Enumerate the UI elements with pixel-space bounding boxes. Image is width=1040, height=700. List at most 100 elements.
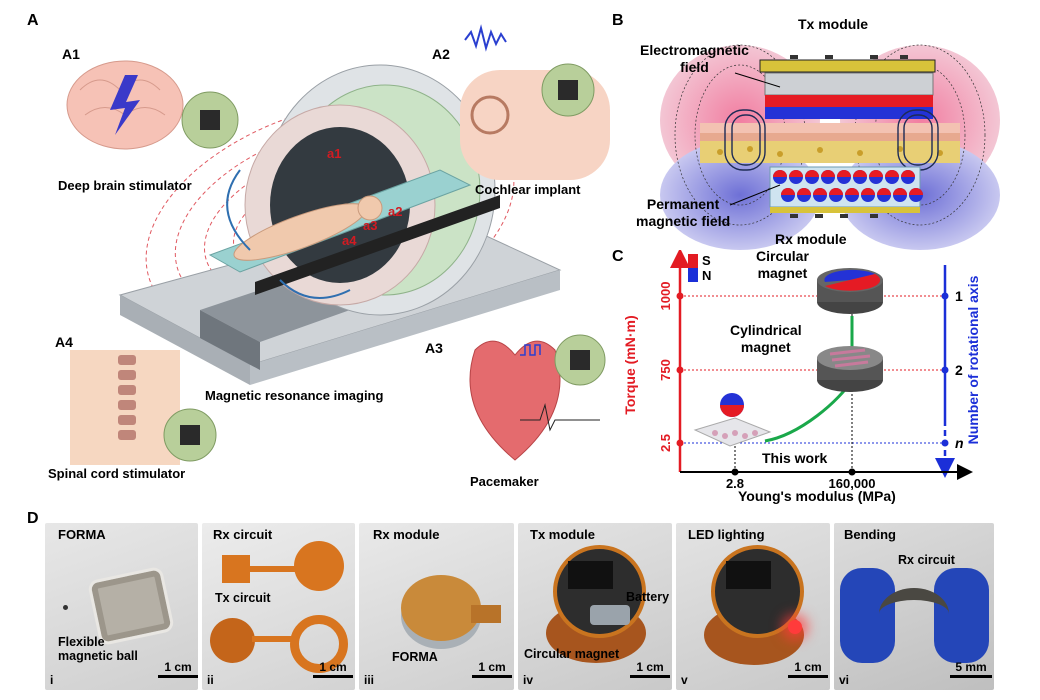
y-tick-label: 2.5 bbox=[658, 434, 673, 452]
photo-rx-circuit bbox=[202, 523, 355, 690]
magnet-ball-south bbox=[869, 170, 883, 177]
magnet-ball-south bbox=[877, 188, 891, 195]
scale-bar-6: 5 mm bbox=[950, 660, 992, 678]
label-battery: Battery bbox=[626, 590, 670, 604]
x-tick-label: 2.8 bbox=[726, 476, 744, 491]
photo-led-lighting bbox=[676, 523, 830, 690]
scale-bar-2: 1 cm bbox=[313, 660, 353, 678]
scale-text-5: 1 cm bbox=[794, 660, 822, 674]
legend-n-swatch bbox=[688, 268, 698, 282]
caption-pacemaker: Pacemaker bbox=[470, 474, 539, 489]
scale-bar-4: 1 cm bbox=[630, 660, 670, 678]
mri-marker-a1: a1 bbox=[327, 146, 341, 161]
scale-text-1: 1 cm bbox=[164, 660, 192, 674]
photo-title-led-lighting: LED lighting bbox=[688, 527, 765, 542]
y2-tick-label: n bbox=[955, 435, 964, 451]
photo-forma bbox=[45, 523, 198, 690]
photo-tx-module bbox=[518, 523, 672, 690]
panel-label-c: C bbox=[612, 248, 624, 265]
circular-magnet-icon bbox=[817, 268, 883, 314]
y-tick-dot bbox=[676, 439, 684, 447]
magnet-ball-south bbox=[909, 188, 923, 195]
label-cylindrical-magnet-line1: Cylindrical bbox=[730, 322, 802, 338]
heart-illustration bbox=[469, 340, 600, 461]
spine-illustration bbox=[70, 350, 180, 465]
lightning-icon bbox=[110, 75, 140, 135]
label-cylindrical-magnet: Cylindrical magnet bbox=[730, 322, 802, 356]
y-tick-dot bbox=[676, 292, 684, 300]
scale-bar-1: 1 cm bbox=[158, 660, 198, 678]
legend-s-swatch bbox=[688, 254, 698, 268]
y2-tick-dot bbox=[941, 292, 949, 300]
label-circular-magnet-line2: magnet bbox=[757, 265, 808, 281]
tx-coil bbox=[759, 59, 936, 73]
magnet-ball-south bbox=[813, 188, 827, 195]
scale-text-4: 1 cm bbox=[636, 660, 664, 674]
magnet-ball-south bbox=[789, 170, 803, 177]
sound-wave-icon bbox=[464, 24, 507, 52]
label-em-field: Electromagnetic field bbox=[640, 42, 749, 76]
y-tick-dot bbox=[676, 366, 684, 374]
label-pm-field-line2: magnetic field bbox=[636, 213, 731, 229]
roman-vi: vi bbox=[839, 673, 850, 687]
chart-guides bbox=[680, 295, 945, 472]
label-rx-circuit-bending: Rx circuit bbox=[898, 553, 955, 567]
led-light bbox=[788, 620, 802, 634]
magnet-ball-south bbox=[837, 170, 851, 177]
caption-cochlear-implant: Cochlear implant bbox=[475, 182, 581, 197]
roman-i: i bbox=[50, 673, 54, 687]
magnet-ball-south bbox=[901, 170, 915, 177]
mri-marker-a3: a3 bbox=[363, 218, 377, 233]
label-em-field-line2: field bbox=[680, 59, 709, 75]
y2-tick-label: 1 bbox=[955, 288, 963, 304]
label-circular-magnet-photo: Circular magnet bbox=[524, 647, 620, 661]
mri-illustration: a1 a2 a3 a4 bbox=[66, 24, 610, 465]
y2-tick-dot bbox=[941, 366, 949, 374]
sub-label-a4: A4 bbox=[55, 334, 73, 350]
roman-ii: ii bbox=[207, 673, 214, 687]
label-cylindrical-magnet-line2: magnet bbox=[740, 339, 791, 355]
y2-tick-dot bbox=[941, 439, 949, 447]
magnet-ball-south bbox=[805, 170, 819, 177]
sub-label-a1: A1 bbox=[62, 46, 80, 62]
label-forma-rx: FORMA bbox=[392, 650, 438, 664]
roman-iii: iii bbox=[364, 673, 375, 687]
scale-bar-5: 1 cm bbox=[788, 660, 828, 678]
magnet-ball-south bbox=[893, 188, 907, 195]
scale-text-2: 1 cm bbox=[319, 660, 347, 674]
label-flexible-line1: Flexible bbox=[58, 635, 105, 649]
magnet-ball-south bbox=[781, 188, 795, 195]
caption-spinal-cord-stimulator: Spinal cord stimulator bbox=[48, 466, 186, 481]
label-circular-magnet: Circular magnet bbox=[756, 248, 809, 282]
legend-s-label: S bbox=[702, 253, 711, 268]
x-tick-dot bbox=[848, 468, 856, 476]
mri-marker-a2: a2 bbox=[388, 204, 402, 219]
roman-iv: iv bbox=[523, 673, 534, 687]
label-flexible-magnetic-ball: Flexible magnetic ball bbox=[58, 635, 138, 663]
magnet-ball-south bbox=[885, 170, 899, 177]
magnet-ball-south bbox=[861, 188, 875, 195]
tx-magnet-north bbox=[765, 107, 933, 119]
x-tick-dot bbox=[731, 468, 739, 476]
photo-title-tx-module: Tx module bbox=[530, 527, 596, 542]
label-pm-field-line1: Permanent bbox=[646, 196, 720, 212]
magnet-ball-south bbox=[773, 170, 787, 177]
photo-title-rx-circuit: Rx circuit bbox=[213, 527, 273, 542]
label-rx-module: Rx module bbox=[775, 231, 847, 247]
y-tick-label: 750 bbox=[658, 359, 673, 381]
chart-xlabel: Young's modulus (MPa) bbox=[738, 488, 896, 504]
y2-tick-label: 2 bbox=[955, 362, 963, 378]
panel-label-b: B bbox=[612, 12, 624, 29]
label-flexible-line2: magnetic ball bbox=[58, 649, 138, 663]
label-tx-circuit: Tx circuit bbox=[215, 591, 271, 605]
photo-title-rx-module: Rx module bbox=[373, 527, 440, 542]
tissue-layer bbox=[700, 141, 960, 163]
y-tick-label: 1000 bbox=[658, 282, 673, 311]
magnetic-ball-dot bbox=[63, 605, 68, 610]
label-em-field-line1: Electromagnetic bbox=[640, 42, 749, 58]
label-circular-magnet-line1: Circular bbox=[756, 248, 809, 264]
tx-rx-diagram bbox=[660, 44, 1000, 250]
magnet-ball-south bbox=[821, 170, 835, 177]
caption-deep-brain-stimulator: Deep brain stimulator bbox=[58, 178, 192, 193]
mri-marker-a4: a4 bbox=[342, 233, 357, 248]
